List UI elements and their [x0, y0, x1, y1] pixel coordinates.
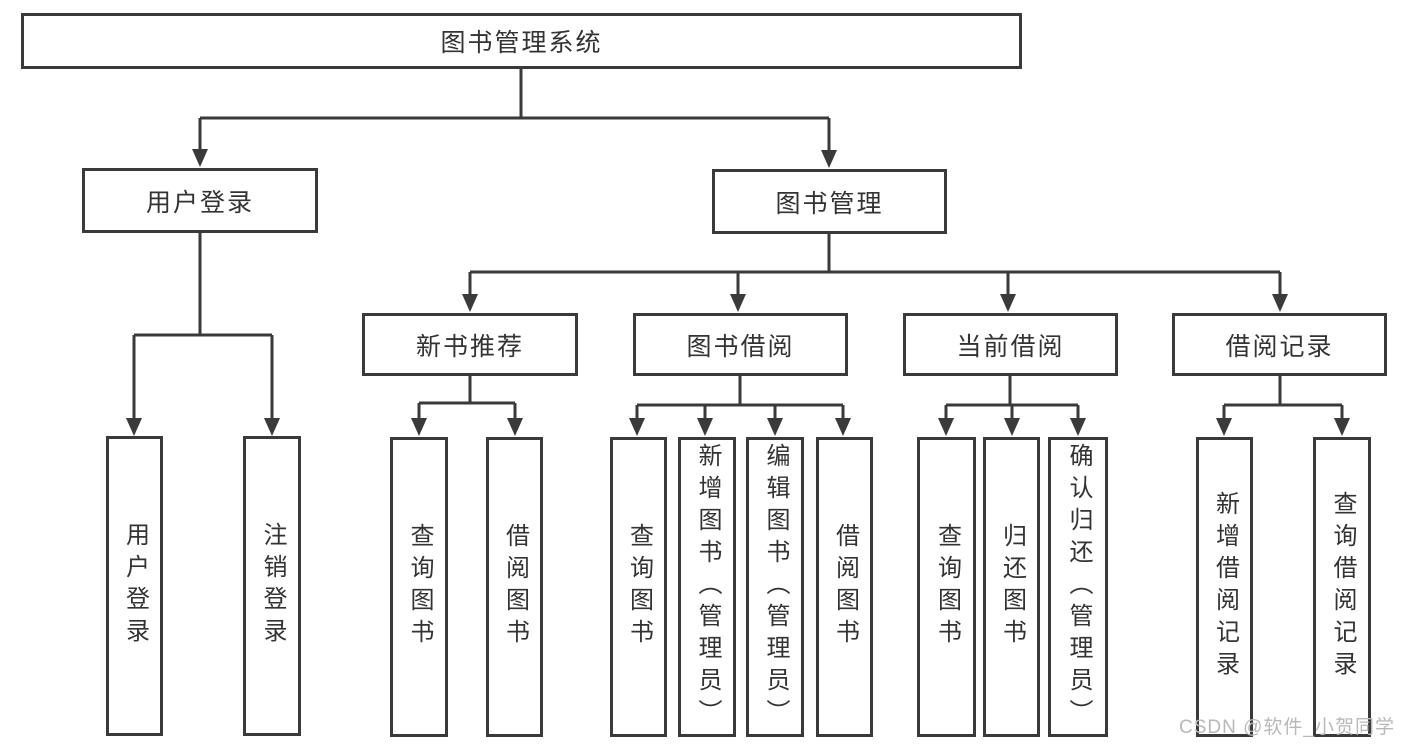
node-book-borrow: 图书借阅 — [633, 313, 848, 376]
leaf-confirm-return: 确认归还（管理员） — [1048, 437, 1108, 737]
node-label: 新增图书（管理员） — [694, 443, 721, 731]
node-label: 查询图书 — [625, 523, 653, 651]
arrow-down-icon — [1216, 418, 1232, 436]
node-label: 用户登录 — [145, 188, 254, 217]
arrowheads — [126, 149, 1350, 436]
node-current-borrow: 当前借阅 — [903, 313, 1118, 376]
connector-book-mgmt — [468, 234, 1282, 298]
node-label: 编辑图书（管理员） — [762, 443, 789, 731]
arrow-down-icon — [1070, 418, 1086, 436]
node-label: 借阅图书 — [831, 523, 859, 651]
node-label: 图书借阅 — [686, 332, 795, 361]
node-label: 查询图书 — [933, 523, 961, 651]
arrow-down-icon — [697, 418, 713, 436]
node-book-mgmt: 图书管理 — [712, 169, 947, 234]
arrow-down-icon — [507, 418, 523, 436]
node-user-login: 用户登录 — [82, 168, 318, 233]
node-label: 借阅图书 — [501, 523, 529, 651]
node-label: 注销登录 — [259, 522, 286, 650]
arrow-down-icon — [938, 418, 954, 436]
leaf-borrow-book-b: 借阅图书 — [816, 437, 873, 737]
arrow-down-icon — [1272, 294, 1288, 312]
leaf-edit-book: 编辑图书（管理员） — [746, 437, 804, 737]
arrow-down-icon — [1004, 418, 1020, 436]
arrow-down-icon — [835, 418, 851, 436]
node-new-book-rec: 新书推荐 — [362, 313, 578, 376]
leaf-add-book: 新增图书（管理员） — [678, 437, 736, 737]
arrow-down-icon — [1334, 418, 1350, 436]
leaf-query-book-a: 查询图书 — [390, 437, 448, 737]
arrow-down-icon — [192, 149, 208, 167]
node-label: 图书管理系统 — [440, 29, 603, 57]
node-label: 图书管理 — [775, 189, 884, 218]
arrow-down-icon — [264, 418, 280, 436]
node-label: 新增借阅记录 — [1211, 491, 1239, 683]
arrow-down-icon — [126, 418, 142, 436]
arrow-down-icon — [1000, 294, 1016, 312]
connector-new-book-rec — [417, 376, 517, 422]
arrow-down-icon — [767, 418, 783, 436]
arrow-down-icon — [411, 418, 427, 436]
leaf-query-record: 查询借阅记录 — [1313, 437, 1371, 737]
leaf-user-login: 用户登录 — [106, 436, 163, 736]
connector-current-borrow — [944, 376, 1080, 422]
arrow-down-icon — [821, 150, 837, 168]
connector-borrow-records — [1222, 375, 1344, 422]
leaf-add-record: 新增借阅记录 — [1196, 437, 1253, 737]
node-root: 图书管理系统 — [21, 13, 1022, 69]
leaf-return-book: 归还图书 — [983, 437, 1040, 737]
arrow-down-icon — [629, 418, 645, 436]
leaf-query-book-b: 查询图书 — [610, 437, 667, 737]
leaf-borrow-book-a: 借阅图书 — [486, 437, 543, 737]
connector-book-borrow — [635, 376, 845, 422]
node-label: 新书推荐 — [415, 332, 524, 361]
node-label: 确认归还（管理员） — [1065, 443, 1092, 731]
csdn-watermark: CSDN @软件_小贺同学 — [1179, 717, 1395, 738]
node-label: 查询图书 — [406, 523, 433, 651]
leaf-query-book-c: 查询图书 — [917, 437, 976, 737]
arrow-down-icon — [462, 294, 478, 312]
node-label: 当前借阅 — [956, 332, 1065, 361]
node-borrow-records: 借阅记录 — [1172, 313, 1387, 376]
leaf-logout: 注销登录 — [243, 436, 301, 736]
node-label: 查询借阅记录 — [1329, 491, 1356, 683]
connector-root — [198, 69, 831, 154]
node-label: 用户登录 — [121, 522, 149, 650]
connector-user-login — [132, 233, 274, 422]
node-label: 归还图书 — [998, 523, 1026, 651]
arrow-down-icon — [730, 294, 746, 312]
node-label: 借阅记录 — [1225, 332, 1334, 361]
